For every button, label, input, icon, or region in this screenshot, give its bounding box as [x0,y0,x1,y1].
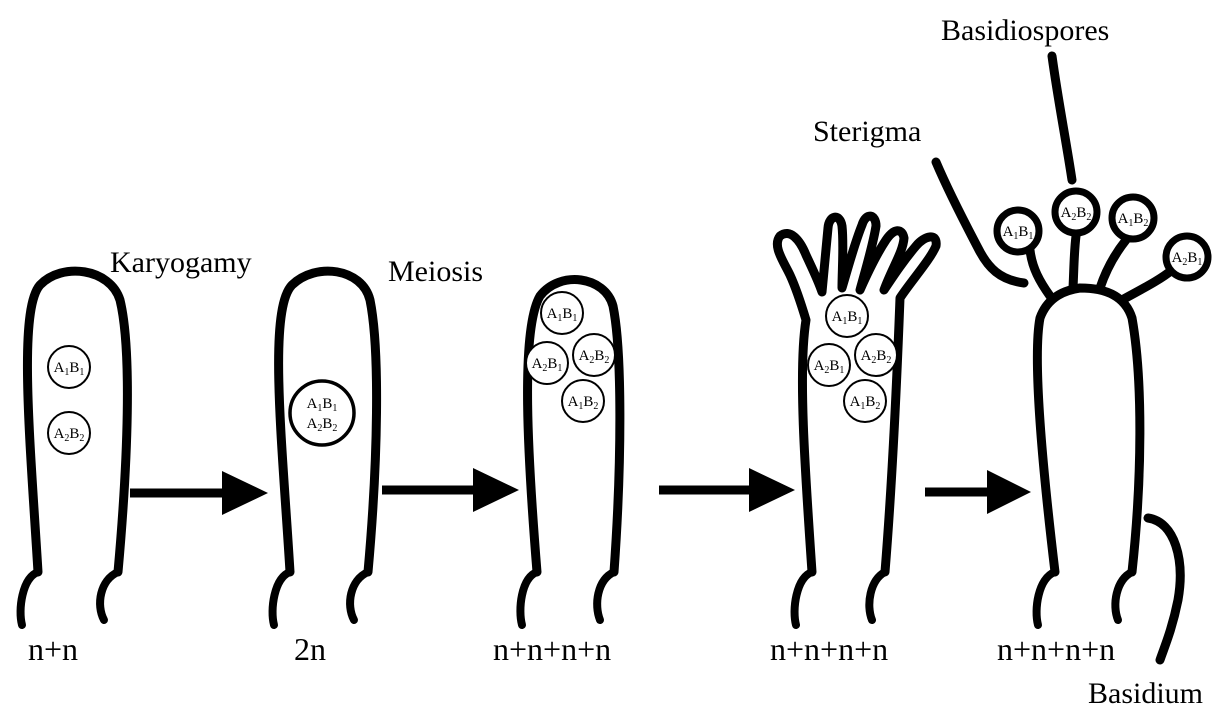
arrow-4 [925,470,1031,514]
ploidy-label: 2n [294,631,326,667]
sterigma-4 [1122,270,1172,300]
nucleus: A1B1 [826,295,868,337]
arrow-1 [130,471,268,515]
basidiospore: A2B2 [1055,191,1097,233]
sterigma-2 [1073,236,1076,288]
arrow-2 [382,468,519,512]
meiosis-label: Meiosis [388,255,483,288]
nucleus: A1B1 [541,292,583,334]
basidiospore: A1B2 [1112,197,1154,239]
nucleus: A1B1 [48,346,90,388]
basidiospores-leader-line [1052,56,1072,180]
cell-stalk [520,572,614,625]
nucleus: A2B1 [808,344,850,386]
basidium-label: Basidium [1088,677,1203,708]
cell-stalk [795,572,885,625]
cell-stalk [1037,572,1132,625]
cell-stalk [273,572,368,625]
stage-2-diploid-cell: A1B1 A2B2 2n [273,271,377,667]
stage-4-sterigmata-cell: A1B1 A2B1 A2B2 A1B2 n+n+n+n [770,216,936,667]
nucleus: A2B2 [48,412,90,454]
stage-1-dikaryotic-cell: A1B1 A2B2 n+n [21,271,128,667]
arrow-3 [659,468,795,512]
basidiospore: A1B1 [997,210,1039,252]
cell-stalk [21,572,118,625]
stage-3-meiotic-cell: A1B1 A2B1 A2B2 A1B2 n+n+n+n [493,280,620,667]
ploidy-label: n+n+n+n [770,631,888,667]
sterigma-3 [1100,240,1126,288]
basidiospores-label: Basidiospores [941,14,1109,47]
nucleus: A2B2 [573,334,615,376]
nucleus: A2B2 [855,334,897,376]
diploid-nucleus: A1B1 A2B2 [290,381,354,445]
ploidy-label: n+n+n+n [997,631,1115,667]
ploidy-label: n+n+n+n [493,631,611,667]
ploidy-label: n+n [28,631,78,667]
nucleus: A2B1 [526,342,568,384]
sterigma-label: Sterigma [813,115,921,148]
karyogamy-label: Karyogamy [110,246,252,279]
basidium-leader-line [1148,518,1180,660]
basidiospore: A2B1 [1166,236,1208,278]
nucleus: A1B2 [844,380,886,422]
sterigma-1 [1030,250,1050,296]
basidium-outline [1037,288,1139,572]
nucleus: A1B2 [562,380,604,422]
